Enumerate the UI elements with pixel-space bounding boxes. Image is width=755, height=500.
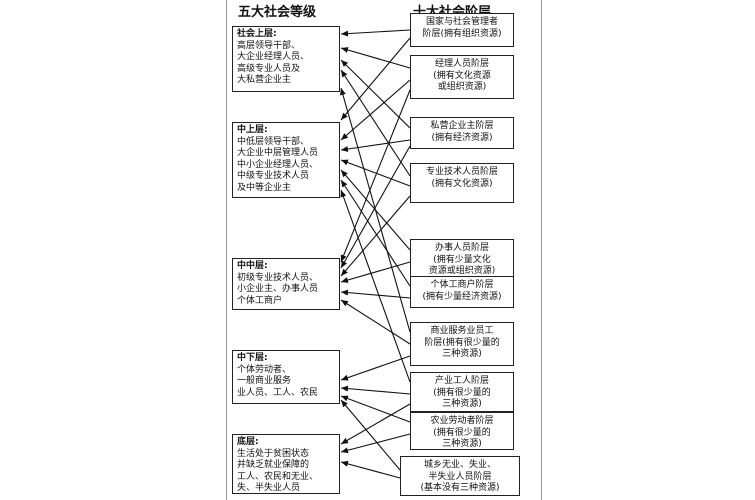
connector-arrow xyxy=(340,89,411,263)
connector-arrow xyxy=(340,47,411,69)
connector-arrow xyxy=(340,69,411,177)
connector-arrow xyxy=(340,195,411,277)
stratum-box-unemployed: 城乡无业、失业、 半失业人员阶层 (基本没有三种资源) xyxy=(400,456,520,496)
connector-arrow xyxy=(340,395,411,423)
connector-arrow xyxy=(340,399,401,471)
connector-arrow xyxy=(340,79,411,141)
connector-arrow xyxy=(340,460,401,479)
connector-arrow xyxy=(340,299,411,345)
level-box-upper-middle: 中上层: 中低层领导干部、 大企业中层管理人员 中小企业经理人员、 中级专业技术… xyxy=(232,122,340,198)
stratum-text: 产业工人阶层 (拥有很少量的 三种资源) xyxy=(433,376,491,409)
connector-arrow xyxy=(340,433,411,454)
stratum-text: 经理人员阶层 (拥有文化资源 或组织资源) xyxy=(433,59,491,92)
stratum-box-individual-business: 个体工商户阶层 (拥有少量经济资源) xyxy=(410,276,514,308)
connector-arrow xyxy=(340,59,411,129)
level-title: 中上层: xyxy=(237,125,268,135)
stratum-text: 国家与社会管理者 阶层(拥有组织资源) xyxy=(422,17,502,39)
level-box-upper: 社会上层: 高层领导干部、 大企业经理人员、 高级专业人员及 大私营企业主 xyxy=(232,26,340,92)
level-body: 个体劳动者、 一般商业服务 业人员、工人、农民 xyxy=(237,364,319,398)
level-title: 中中层: xyxy=(237,261,268,271)
stratum-box-industrial-workers: 产业工人阶层 (拥有很少量的 三种资源) xyxy=(410,372,514,412)
connector-arrow xyxy=(340,159,411,187)
stratum-text: 专业技术人员阶层 (拥有文化资源) xyxy=(425,167,498,189)
level-body: 生活处于贫困状态 并缺乏就业保障的 工人、农民和无业、 失、半失业人员 xyxy=(237,448,319,494)
stratum-box-private-owners: 私营企业主阶层 (拥有经济资源) xyxy=(410,117,514,149)
level-body: 高层领导干部、 大企业经理人员、 高级专业人员及 大私营企业主 xyxy=(237,40,310,86)
level-box-bottom: 底层: 生活处于贫困状态 并缺乏就业保障的 工人、农民和无业、 失、半失业人员 xyxy=(232,434,340,494)
connector-arrow xyxy=(340,145,411,269)
stratum-box-clerks: 办事人员阶层 (拥有少量文化 资源或组织资源) xyxy=(410,239,514,283)
stratum-text: 城乡无业、失业、 半失业人员阶层 (基本没有三种资源) xyxy=(420,460,500,493)
connector-arrow xyxy=(340,37,411,121)
stratum-text: 农业劳动者阶层 (拥有很少量的 三种资源) xyxy=(430,416,494,449)
stratum-text: 私营企业主阶层 (拥有经济资源) xyxy=(430,121,494,143)
level-title: 社会上层: xyxy=(237,29,277,39)
connector-arrow xyxy=(340,289,411,299)
connector-arrow xyxy=(340,139,411,152)
level-title: 中下层: xyxy=(237,353,268,363)
connector-arrow xyxy=(340,189,411,383)
stratum-box-agricultural-workers: 农业劳动者阶层 (拥有很少量的 三种资源) xyxy=(410,412,514,450)
stratum-box-state-managers: 国家与社会管理者 阶层(拥有组织资源) xyxy=(410,13,514,47)
connector-arrow xyxy=(340,179,411,287)
stratum-box-managers: 经理人员阶层 (拥有文化资源 或组织资源) xyxy=(410,55,514,99)
connector-arrow xyxy=(340,403,411,445)
level-title: 底层: xyxy=(237,437,259,447)
stratum-text: 办事人员阶层 (拥有少量文化 资源或组织资源) xyxy=(428,243,496,276)
level-box-lower-middle: 中下层: 个体劳动者、 一般商业服务 业人员、工人、农民 xyxy=(232,350,340,404)
stratum-text: 个体工商户阶层 (拥有少量经济资源) xyxy=(422,280,502,302)
level-body: 初级专业技术人员、 小企业主、办事人员 个体工商户 xyxy=(237,272,319,306)
stratum-text: 商业服务业员工 阶层(拥有很少量的 三种资源) xyxy=(424,326,500,359)
left-heading: 五大社会等级 xyxy=(238,5,317,20)
stratum-box-professionals: 专业技术人员阶层 (拥有文化资源) xyxy=(410,163,514,203)
connector-arrow xyxy=(340,261,411,283)
diagram-frame xyxy=(226,0,542,500)
connector-arrow xyxy=(340,29,411,37)
connector-arrow xyxy=(340,385,411,395)
level-body: 中低层领导干部、 大企业中层管理人员 中小企业经理人员、 中级专业技术人员 及中… xyxy=(237,136,319,193)
stratum-box-service-workers: 商业服务业员工 阶层(拥有很少量的 三种资源) xyxy=(410,322,514,366)
connector-arrow xyxy=(340,355,411,381)
level-box-middle: 中中层: 初级专业技术人员、 小企业主、办事人员 个体工商户 xyxy=(232,258,340,310)
connector-arrow xyxy=(340,87,411,333)
